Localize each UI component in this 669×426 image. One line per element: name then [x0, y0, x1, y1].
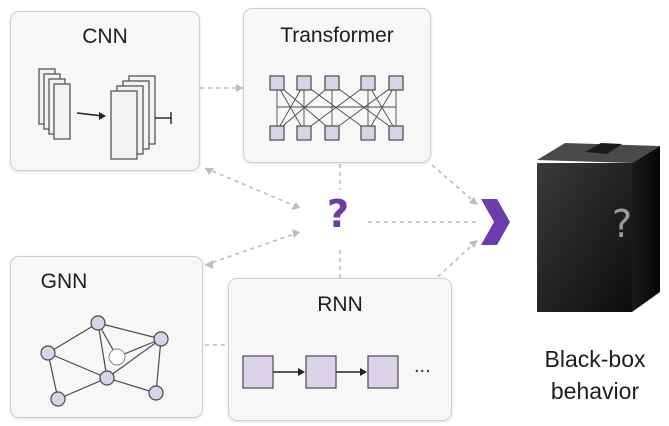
cnn-layers-icon	[38, 68, 172, 160]
rnn-chain-icon	[242, 355, 399, 389]
arrowhead	[205, 260, 213, 269]
black-box-caption-line2: behavior	[550, 378, 640, 404]
arrowhead	[292, 229, 300, 238]
transformer-attention-icon	[269, 75, 404, 141]
arrowhead	[205, 168, 214, 175]
black-box-caption-line1: Black-box	[544, 346, 646, 372]
arrowhead	[291, 202, 300, 210]
gnn-title: GNN	[40, 270, 88, 293]
rnn-card: RNN ...	[228, 278, 452, 421]
cnn-title: CNN	[82, 25, 128, 48]
chevron-right-icon	[481, 199, 510, 245]
rnn-to-blackbox-line	[431, 239, 479, 283]
rnn-title: RNN	[317, 293, 363, 316]
center-question-mark: ?	[326, 192, 350, 236]
cnn-card: CNN	[10, 11, 200, 171]
transformer-card: Transformer	[243, 8, 431, 163]
rnn-ellipsis: ...	[414, 355, 431, 377]
transformer-to-blackbox-line	[431, 164, 479, 206]
black-box-cube	[537, 143, 660, 312]
gnn-card: GNN	[10, 256, 203, 418]
gnn-graph-icon	[40, 315, 169, 407]
cnn-to-center-line	[204, 167, 301, 209]
arrowhead	[236, 84, 243, 92]
transformer-title: Transformer	[280, 24, 394, 47]
arrowhead	[469, 197, 478, 205]
black-box-question-icon: ?	[612, 202, 633, 246]
gnn-to-center-line	[204, 231, 301, 266]
arrowhead	[469, 240, 478, 248]
